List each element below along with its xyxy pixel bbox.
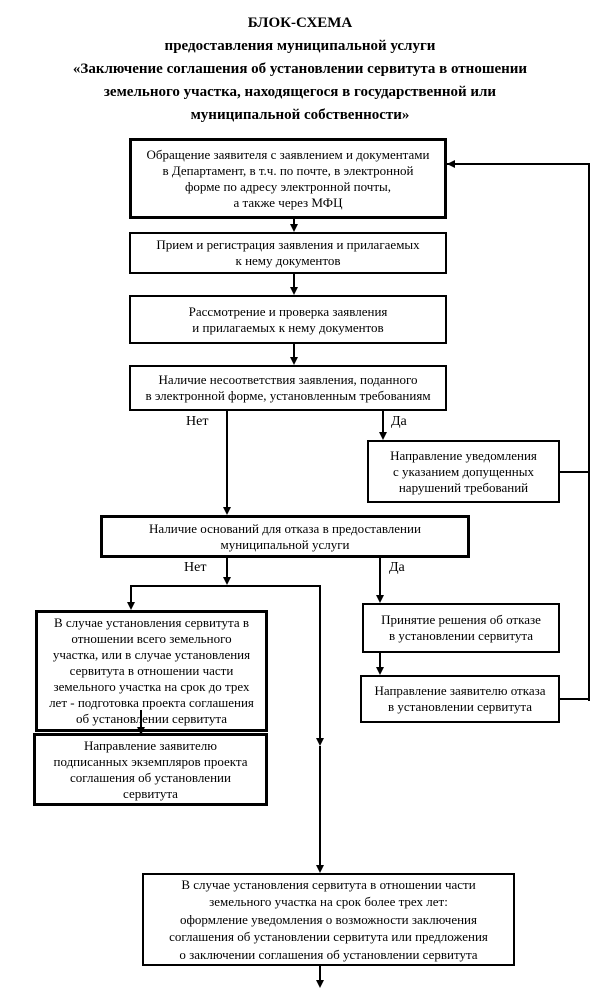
node-application: Обращение заявителя с заявлением и докум…: [129, 138, 447, 219]
arrow-split-to-draft-head: [127, 602, 135, 610]
arrow-to-over-three-years-head: [316, 865, 324, 873]
arrow-decision-to-send-refusal-head: [376, 667, 384, 675]
arrow-yes-refusal-line: [379, 558, 381, 596]
arrow-reception-to-review-line: [293, 274, 295, 288]
node-refusal-grounds-check: Наличие оснований для отказа в предостав…: [100, 515, 470, 558]
arrow-split-down-mid-head: [316, 738, 324, 746]
arrow-review-to-mismatch-line: [293, 344, 295, 358]
arrow-exit-line: [319, 966, 321, 981]
line-split-down-lower: [319, 746, 321, 866]
arrow-feedback-to-application-head: [447, 160, 455, 168]
arrow-draft-to-signed-copies-line: [140, 710, 142, 728]
node-reception: Прием и регистрация заявления и прилагае…: [129, 232, 447, 274]
node-mismatch-check: Наличие несоответствия заявления, поданн…: [129, 365, 447, 411]
arrow-application-to-reception-head: [290, 224, 298, 232]
node-draft-agreement: В случае установления сервитута в отноше…: [35, 610, 268, 732]
label-yes-mismatch: Да: [391, 414, 407, 429]
arrow-yes-mismatch-line: [382, 411, 384, 433]
arrow-yes-refusal-head: [376, 595, 384, 603]
arrow-no-mismatch-head: [223, 507, 231, 515]
arrow-split-to-draft-line: [130, 587, 132, 604]
arrow-application-to-reception-line: [293, 219, 295, 226]
node-send-signed-copies: Направление заявителю подписанных экземп…: [33, 733, 268, 806]
line-split-down-upper: [319, 587, 321, 738]
node-review: Рассмотрение и проверка заявления и прил…: [129, 295, 447, 344]
label-yes-refusal: Да: [389, 560, 405, 575]
arrow-exit-head: [316, 980, 324, 988]
line-send-refusal-to-feedback: [560, 698, 590, 700]
label-no-mismatch: Нет: [186, 414, 209, 429]
node-refusal-decision: Принятие решения об отказе в установлени…: [362, 603, 560, 653]
node-send-refusal: Направление заявителю отказа в установле…: [360, 675, 560, 723]
arrow-draft-to-signed-copies-head: [137, 727, 145, 735]
flowchart-title: БЛОК-СХЕМА предоставления муниципальной …: [72, 15, 528, 123]
line-feedback-vertical: [588, 163, 590, 701]
node-notice-violations: Направление уведомления с указанием допу…: [367, 440, 560, 503]
arrow-decision-to-send-refusal-line: [379, 653, 381, 668]
arrow-yes-mismatch-head: [379, 432, 387, 440]
arrow-no-refusal-line: [226, 558, 228, 579]
line-no-refusal-split: [130, 585, 321, 587]
line-notice-to-feedback: [560, 471, 590, 473]
line-feedback-top: [447, 163, 588, 165]
arrow-review-to-mismatch-head: [290, 357, 298, 365]
label-no-refusal: Нет: [184, 560, 207, 575]
node-over-three-years: В случае установления сервитута в отноше…: [142, 873, 515, 966]
arrow-no-refusal-head: [223, 577, 231, 585]
arrow-no-mismatch-line: [226, 411, 228, 508]
arrow-reception-to-review-head: [290, 287, 298, 295]
